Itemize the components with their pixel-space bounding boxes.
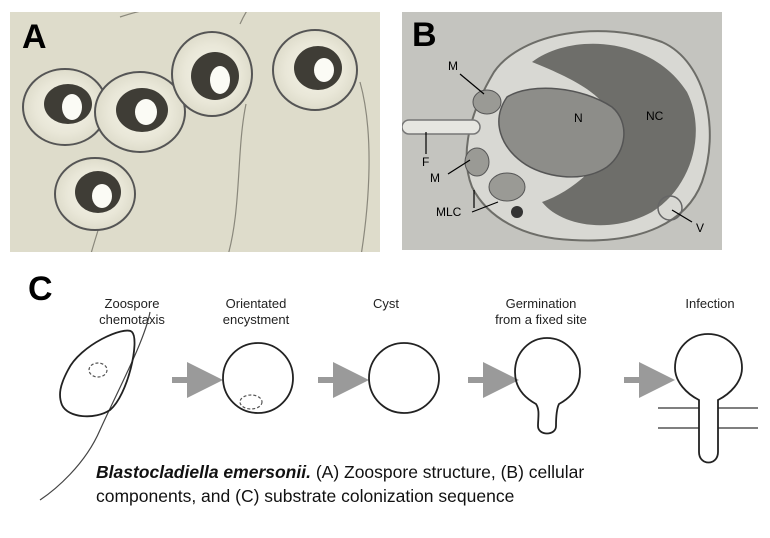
label-f: F bbox=[422, 155, 429, 169]
label-v: V bbox=[696, 221, 704, 235]
caption-species: Blastocladiella emersonii. bbox=[96, 462, 311, 482]
stage-label-line: chemotaxis bbox=[99, 312, 165, 327]
label-m-bottom: M bbox=[430, 171, 440, 185]
panel-letter-b: B bbox=[412, 16, 437, 54]
em-cell-image: M F M MLC N NC V bbox=[402, 12, 722, 250]
stage-label-line: Infection bbox=[685, 296, 735, 311]
electron-micrograph: M F M MLC N NC V bbox=[402, 12, 722, 250]
zoospore-cell bbox=[94, 71, 186, 153]
stage-label-line: Orientated bbox=[225, 296, 287, 311]
zoospore-cell bbox=[171, 31, 253, 117]
label-mlc: MLC bbox=[436, 205, 462, 219]
zoospore-cell bbox=[54, 157, 136, 231]
panel-letter-c: C bbox=[28, 270, 53, 308]
label-nc: NC bbox=[646, 109, 664, 123]
zoospore-cell bbox=[22, 68, 108, 146]
stage-label-germination: Germination from a fixed site bbox=[466, 296, 616, 328]
micrograph-zoospores bbox=[10, 12, 380, 252]
stage-label-chemotaxis: Zoospore chemotaxis bbox=[72, 296, 192, 328]
zoospore-micrograph-image bbox=[10, 12, 380, 252]
stage-label-line: Cyst bbox=[373, 296, 399, 311]
stage-label-line: Zoospore bbox=[104, 296, 160, 311]
stage-label-line: Germination bbox=[505, 296, 577, 311]
zoospore-shape bbox=[39, 311, 151, 501]
caption-text: (A) Zoospore structure, (B) cellular bbox=[310, 462, 585, 482]
label-m-top: M bbox=[448, 59, 458, 73]
stage-label-line: from a fixed site bbox=[495, 312, 587, 327]
stage-label-infection: Infection bbox=[670, 296, 750, 312]
stage-label-line: encystment bbox=[222, 312, 290, 327]
infection-shape bbox=[658, 333, 758, 464]
encysted-zoospore-shape bbox=[222, 342, 294, 414]
cyst-shape bbox=[368, 342, 440, 414]
zoospore-cell bbox=[272, 29, 358, 111]
germinating-cyst-shape bbox=[514, 337, 581, 435]
stage-label-cyst: Cyst bbox=[346, 296, 426, 312]
stage-label-encystment: Orientated encystment bbox=[196, 296, 316, 328]
panel-letter-a: A bbox=[22, 18, 47, 56]
caption-line-1: Blastocladiella emersonii. (A) Zoospore … bbox=[96, 460, 736, 484]
figure-caption: Blastocladiella emersonii. (A) Zoospore … bbox=[96, 460, 736, 508]
label-n: N bbox=[574, 111, 583, 125]
caption-line-2: components, and (C) substrate colonizati… bbox=[96, 486, 515, 506]
